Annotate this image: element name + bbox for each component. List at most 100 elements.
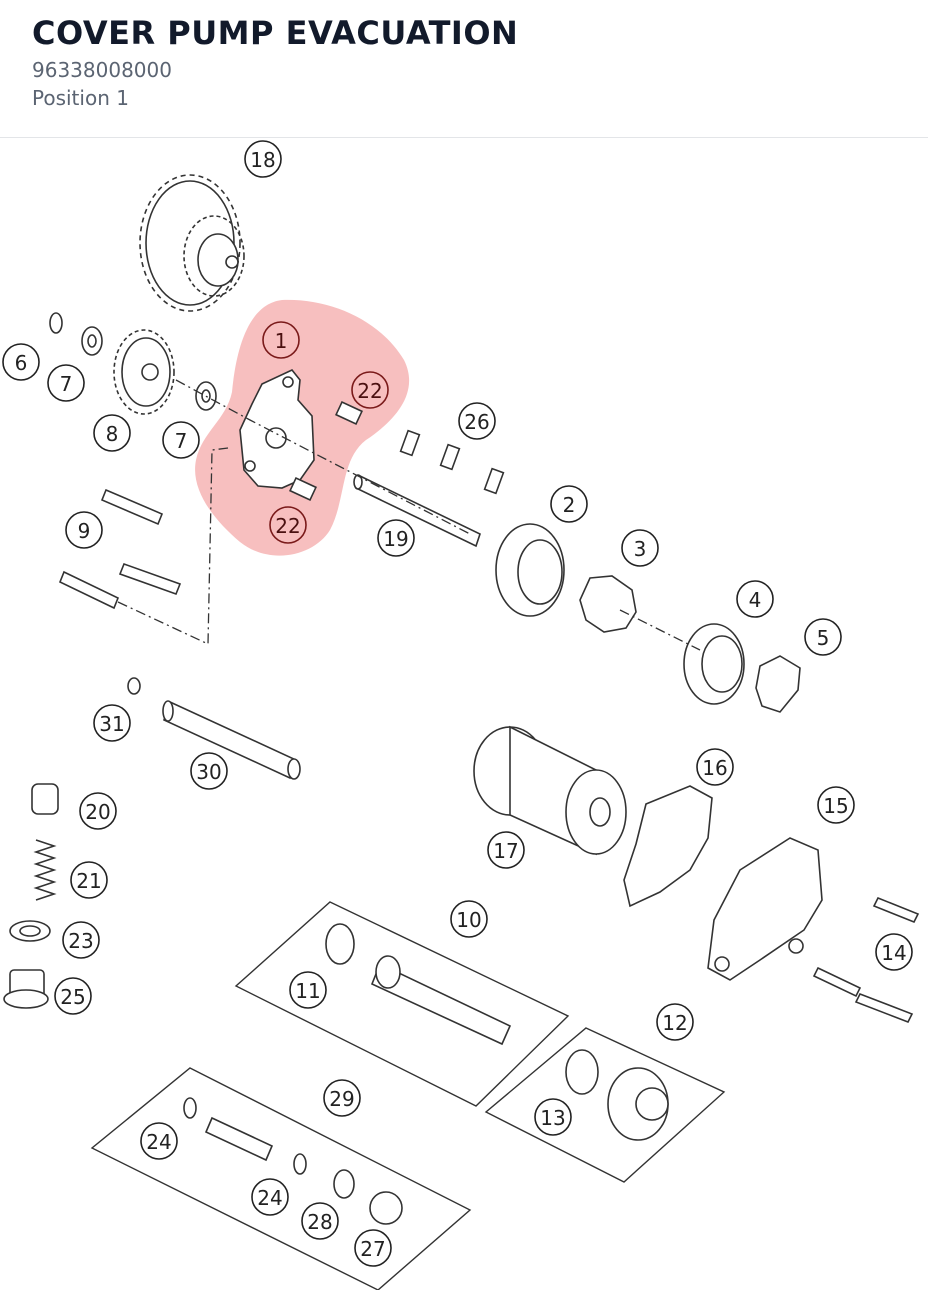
callout-5[interactable]: 5 xyxy=(804,618,842,656)
plug-12-icon xyxy=(565,1049,669,1141)
callout-circle xyxy=(269,506,307,544)
callout-circle xyxy=(696,748,734,786)
page-title: COVER PUMP EVACUATION xyxy=(32,14,519,52)
callout-circle xyxy=(262,321,300,359)
callout-number: 2 xyxy=(563,493,576,517)
oil-filter-17-icon xyxy=(473,725,627,856)
callout-number: 6 xyxy=(15,351,28,375)
callout-2[interactable]: 2 xyxy=(550,485,588,523)
filter-cover-15-icon xyxy=(707,837,823,981)
callout-number: 12 xyxy=(662,1011,687,1035)
callout-12[interactable]: 12 xyxy=(656,1003,694,1041)
callout-circle xyxy=(47,364,85,402)
callout-24[interactable]: 24 xyxy=(251,1178,289,1216)
callout-number: 17 xyxy=(493,839,518,863)
callout-15[interactable]: 15 xyxy=(817,786,855,824)
callout-10[interactable]: 10 xyxy=(450,900,488,938)
callout-number: 21 xyxy=(76,869,101,893)
callout-25[interactable]: 25 xyxy=(54,977,92,1015)
callout-24[interactable]: 24 xyxy=(140,1122,178,1160)
callout-number: 7 xyxy=(175,429,188,453)
kit-box-12 xyxy=(484,1027,726,1183)
callout-number: 22 xyxy=(275,514,300,538)
callout-number: 24 xyxy=(257,1186,282,1210)
callout-number: 4 xyxy=(749,588,762,612)
callout-29[interactable]: 29 xyxy=(323,1079,361,1117)
callout-6[interactable]: 6 xyxy=(2,343,40,381)
callout-16[interactable]: 16 xyxy=(696,748,734,786)
callout-7[interactable]: 7 xyxy=(47,364,85,402)
shaft-19-icon xyxy=(353,474,481,548)
callout-number: 5 xyxy=(817,626,830,650)
callout-circle xyxy=(534,1098,572,1136)
callout-number: 16 xyxy=(702,756,727,780)
callout-circle xyxy=(354,1229,392,1267)
rotor-2-icon xyxy=(495,523,565,617)
valve-29-icon xyxy=(183,1097,403,1225)
callout-number: 20 xyxy=(85,800,110,824)
bolts-14-icon xyxy=(812,896,920,1024)
callout-13[interactable]: 13 xyxy=(534,1098,572,1136)
callout-number: 29 xyxy=(329,1087,354,1111)
callout-number: 27 xyxy=(360,1237,385,1261)
callout-number: 14 xyxy=(881,941,906,965)
callout-27[interactable]: 27 xyxy=(354,1229,392,1267)
callout-circle xyxy=(487,831,525,869)
callout-7[interactable]: 7 xyxy=(162,421,200,459)
callout-8[interactable]: 8 xyxy=(93,414,131,452)
callout-number: 13 xyxy=(540,1106,565,1130)
gear-8-icon xyxy=(113,329,175,415)
callout-18[interactable]: 18 xyxy=(244,140,282,178)
callout-28[interactable]: 28 xyxy=(301,1202,339,1240)
callout-9[interactable]: 9 xyxy=(65,511,103,549)
callout-circle xyxy=(323,1079,361,1117)
callout-31[interactable]: 31 xyxy=(93,704,131,742)
callout-circle xyxy=(550,485,588,523)
callout-number: 28 xyxy=(307,1210,332,1234)
callout-23[interactable]: 23 xyxy=(62,921,100,959)
callout-circle xyxy=(162,421,200,459)
callout-circle xyxy=(656,1003,694,1041)
callout-circle xyxy=(2,343,40,381)
callout-20[interactable]: 20 xyxy=(79,792,117,830)
callout-number: 9 xyxy=(78,519,91,543)
position-label: Position 1 xyxy=(32,86,129,110)
callout-number: 30 xyxy=(196,760,221,784)
callout-circle xyxy=(93,414,131,452)
callout-number: 7 xyxy=(60,372,73,396)
o-ring-31-icon xyxy=(127,677,141,695)
callout-30[interactable]: 30 xyxy=(190,752,228,790)
callout-1[interactable]: 1 xyxy=(262,321,300,359)
gear-18-icon xyxy=(139,174,245,312)
callout-number: 10 xyxy=(456,908,481,932)
callout-circle xyxy=(621,529,659,567)
callout-circle xyxy=(458,402,496,440)
callout-number: 19 xyxy=(383,527,408,551)
page-header: COVER PUMP EVACUATION 96338008000 Positi… xyxy=(0,0,928,138)
callout-22[interactable]: 22 xyxy=(269,506,307,544)
tube-30-icon xyxy=(162,700,301,780)
callout-19[interactable]: 19 xyxy=(377,519,415,557)
callout-number: 24 xyxy=(146,1130,171,1154)
callout-number: 15 xyxy=(823,794,848,818)
callout-circle xyxy=(140,1122,178,1160)
callout-14[interactable]: 14 xyxy=(875,933,913,971)
part-number: 96338008000 xyxy=(32,58,172,82)
callout-17[interactable]: 17 xyxy=(487,831,525,869)
callout-4[interactable]: 4 xyxy=(736,580,774,618)
callout-21[interactable]: 21 xyxy=(70,861,108,899)
callout-number: 31 xyxy=(99,712,124,736)
callout-22[interactable]: 22 xyxy=(351,371,389,409)
callout-number: 11 xyxy=(295,979,320,1003)
pump-cover-icon xyxy=(239,369,363,502)
callout-26[interactable]: 26 xyxy=(458,402,496,440)
callout-number: 23 xyxy=(68,929,93,953)
callout-number: 22 xyxy=(357,379,382,403)
callout-3[interactable]: 3 xyxy=(621,529,659,567)
callout-circle xyxy=(54,977,92,1015)
callout-circle xyxy=(804,618,842,656)
callout-number: 1 xyxy=(275,329,288,353)
callout-circle xyxy=(351,371,389,409)
rotor-5-icon xyxy=(755,655,801,713)
callout-11[interactable]: 11 xyxy=(289,971,327,1009)
